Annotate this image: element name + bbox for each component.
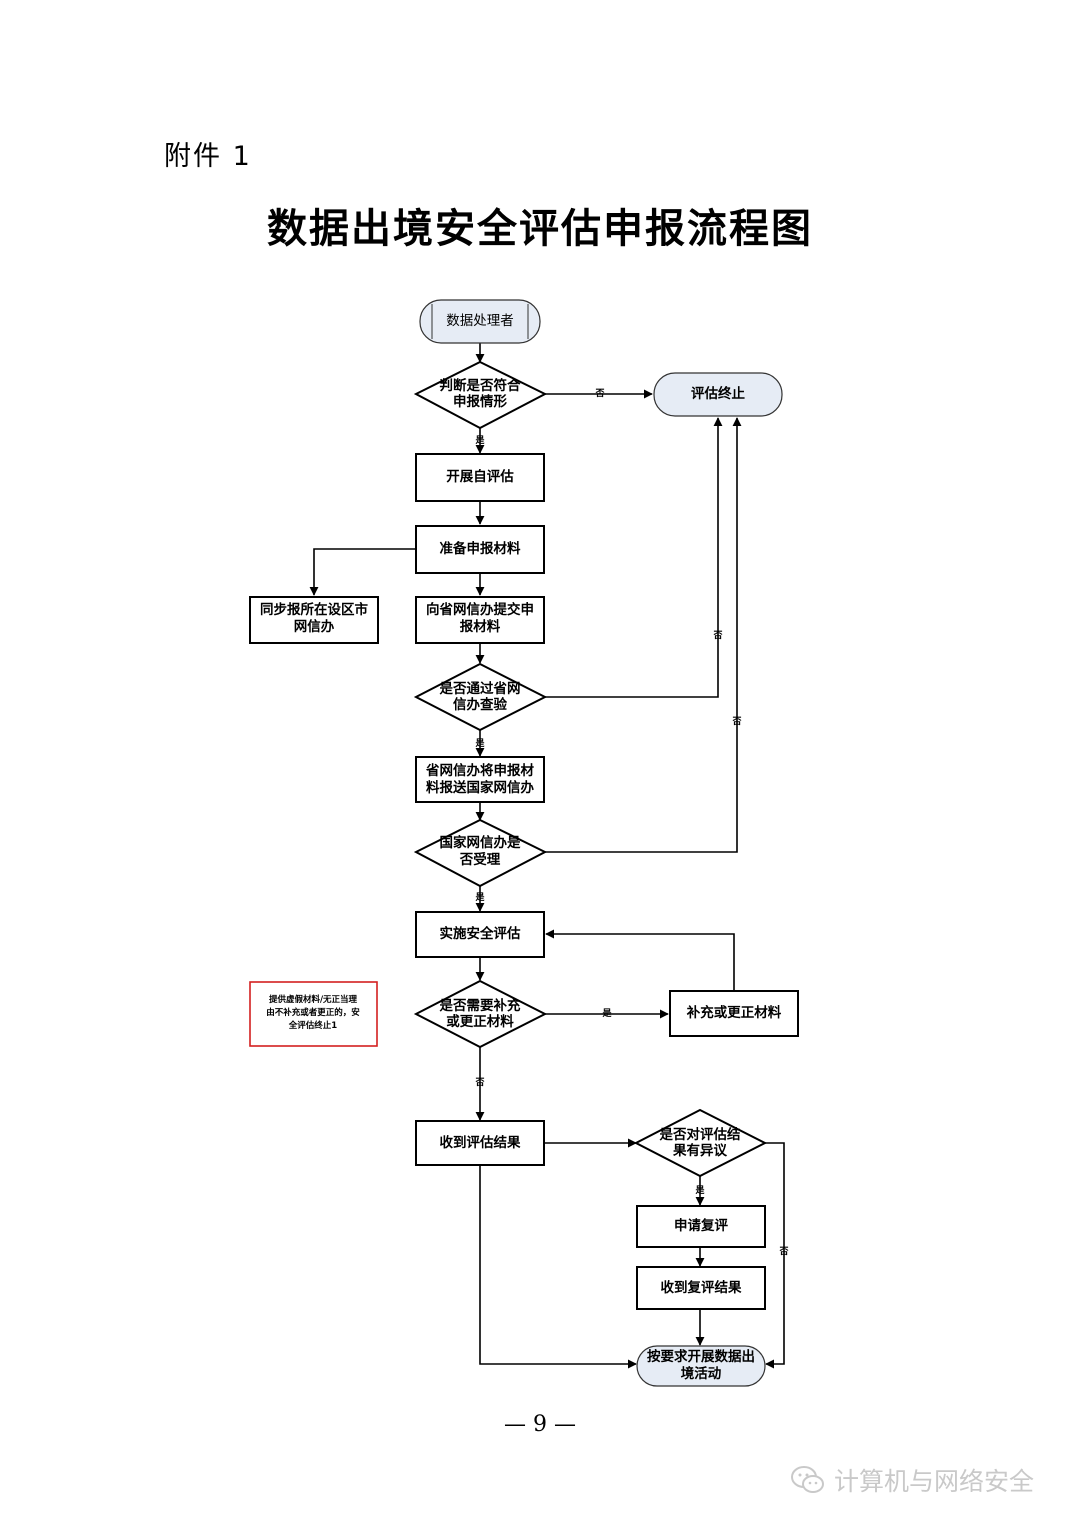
- label-yes-d4: 是: [601, 1008, 612, 1019]
- annex-label: 附件 1: [164, 141, 252, 172]
- node-d2-decision: 是否通过省网 信办查验: [413, 662, 548, 732]
- node-terminate: 评估终止: [653, 372, 783, 417]
- d5-line1: 是否对评估结: [660, 1126, 741, 1143]
- node-submit-province: 向省网信办提交申 报材料: [415, 596, 545, 644]
- final-line1: 按要求开展数据出: [647, 1348, 755, 1365]
- d2-line1: 是否通过省网: [440, 680, 521, 697]
- d4-line1: 是否需要补充: [440, 997, 521, 1014]
- page-number: — 9 —: [504, 1412, 576, 1437]
- label-no-d5: 否: [778, 1246, 788, 1257]
- start-text: 数据处理者: [446, 313, 514, 329]
- s1-text: 开展自评估: [446, 468, 514, 485]
- note-line2: 由不补充或者更正的，安: [266, 1007, 360, 1018]
- node-receive-result: 收到评估结果: [415, 1120, 545, 1166]
- node-apply-review: 申请复评: [636, 1205, 766, 1248]
- watermark-text: 计算机与网络安全: [834, 1467, 1035, 1496]
- s4-line1: 向省网信办提交申: [426, 601, 534, 618]
- s8-text: 收到评估结果: [440, 1134, 521, 1151]
- label-yes-d5: 是: [694, 1185, 705, 1196]
- node-forward-national: 省网信办将申报材 料报送国家网信办: [415, 756, 545, 803]
- node-d3-decision: 国家网信办是 否受理: [413, 818, 548, 888]
- note-line3: 全评估终止1: [288, 1020, 338, 1031]
- node-prepare-materials: 准备申报材料: [415, 525, 545, 574]
- node-d4-decision: 是否需要补充 或更正材料: [413, 979, 548, 1049]
- s5-line2: 料报送国家网信办: [426, 779, 534, 796]
- node-supplement-materials: 补充或更正材料: [669, 990, 799, 1037]
- s5-line1: 省网信办将申报材: [425, 762, 534, 779]
- edge-d2-terminate: [545, 417, 723, 698]
- d1-line1: 判断是否符合: [440, 377, 521, 394]
- connectors: [309, 343, 785, 1369]
- s3-line1: 同步报所在设区市: [260, 601, 368, 618]
- label-no-d4: 否: [474, 1077, 484, 1088]
- node-d5-decision: 是否对评估结 果有异议: [633, 1108, 768, 1178]
- node-self-assessment: 开展自评估: [415, 453, 545, 502]
- label-yes-d1: 是: [474, 435, 485, 446]
- page-title: 数据出境安全评估申报流程图: [267, 205, 813, 252]
- d1-line2: 申报情形: [453, 393, 507, 410]
- note-line1: 提供虚假材料/无正当理: [269, 994, 358, 1005]
- d3-line2: 否受理: [459, 851, 501, 868]
- edge-d5-final: [765, 1142, 785, 1369]
- label-no-d3: 否: [731, 716, 741, 727]
- node-final: 按要求开展数据出 境活动: [636, 1345, 766, 1387]
- s7-text: 补充或更正材料: [686, 1004, 782, 1021]
- d5-line2: 果有异议: [673, 1142, 727, 1159]
- label-no-d2: 否: [712, 630, 722, 641]
- edge-s7-s6: [545, 929, 735, 990]
- edge-s8-final: [479, 1166, 637, 1369]
- d2-line2: 信办查验: [453, 696, 507, 713]
- terminate-text: 评估终止: [691, 385, 745, 402]
- node-report-city-office: 同步报所在设区市 网信办: [249, 596, 379, 644]
- d4-line2: 或更正材料: [446, 1013, 514, 1030]
- note-box: 提供虚假材料/无正当理 由不补充或者更正的，安 全评估终止1: [249, 981, 378, 1047]
- edge-labels: 否 是 否 否 是 是 是 否 是 否: [474, 388, 788, 1257]
- node-start: 数据处理者: [419, 299, 541, 344]
- label-yes-d2: 是: [474, 738, 485, 749]
- edge-d3-terminate: [545, 417, 742, 853]
- final-line2: 境活动: [681, 1365, 722, 1382]
- edge-s2-s3: [309, 548, 416, 596]
- node-conduct-assessment: 实施安全评估: [415, 911, 545, 958]
- node-d1-decision: 判断是否符合 申报情形: [413, 360, 548, 430]
- s6-text: 实施安全评估: [440, 925, 521, 942]
- label-no-d1: 否: [594, 388, 604, 399]
- s3-line2: 网信办: [294, 618, 335, 635]
- s2-text: 准备申报材料: [440, 540, 521, 557]
- wechat-icon: [791, 1466, 824, 1493]
- d3-line1: 国家网信办是: [440, 834, 521, 851]
- label-yes-d3: 是: [474, 892, 485, 903]
- s4-line2: 报材料: [460, 618, 501, 635]
- s9-text: 申请复评: [674, 1217, 728, 1234]
- watermark: 计算机与网络安全: [790, 1462, 1034, 1498]
- s10-text: 收到复评结果: [661, 1279, 742, 1296]
- node-receive-review-result: 收到复评结果: [636, 1266, 766, 1310]
